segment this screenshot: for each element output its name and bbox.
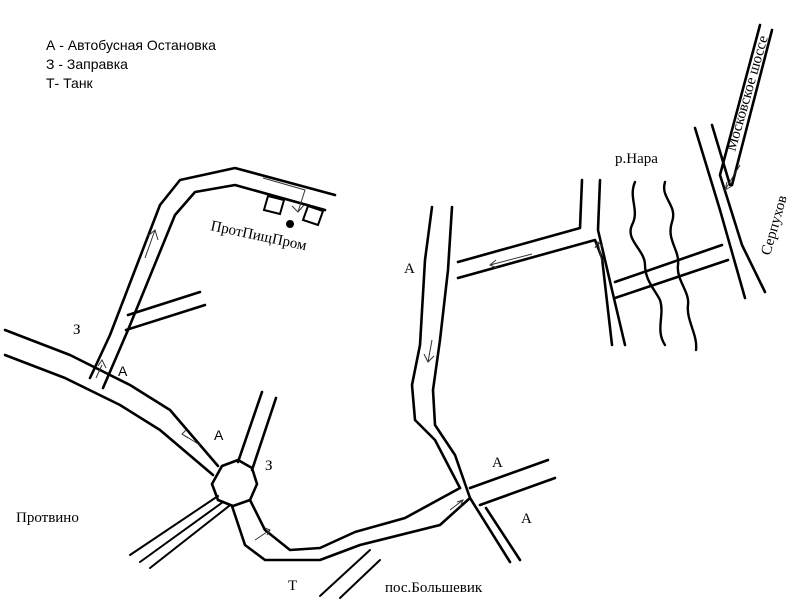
east-river-road bbox=[456, 178, 627, 347]
bus-stop-marker: А bbox=[214, 427, 224, 443]
label-bolshevik: пос.Большевик bbox=[385, 580, 483, 596]
northeast-stub-road bbox=[236, 390, 278, 472]
bus-stop-marker: А bbox=[118, 363, 128, 379]
southeast-crossroad bbox=[468, 458, 557, 564]
factory-point-icon bbox=[286, 220, 294, 228]
east-road bbox=[230, 486, 472, 599]
bus-stop-marker: А bbox=[404, 261, 415, 277]
label-serpukhov: Серпухов bbox=[758, 194, 790, 257]
route-arrows bbox=[95, 164, 741, 541]
label-nara: р.Нара bbox=[615, 151, 658, 167]
river-nara bbox=[629, 180, 698, 352]
bus-stop-marker: А bbox=[521, 511, 532, 527]
protvino-roads bbox=[129, 495, 230, 569]
gas-station-marker: З bbox=[73, 322, 81, 338]
moscow-highway bbox=[693, 23, 774, 300]
legend-gas-station: З - Заправка bbox=[46, 56, 128, 72]
legend-tank: Т- Танк bbox=[46, 75, 93, 91]
bridge-road bbox=[613, 243, 730, 300]
north-branch-road bbox=[88, 166, 337, 390]
factory-buildings bbox=[262, 194, 325, 228]
legend: А - Автобусная Остановка З - Заправка Т-… bbox=[46, 36, 216, 93]
west-road bbox=[3, 328, 220, 477]
bus-stop-marker: А bbox=[492, 455, 503, 471]
label-moskovskoe: Московское шоссе bbox=[723, 34, 771, 153]
gas-station-marker: З bbox=[265, 458, 273, 474]
label-protvino: Протвино bbox=[16, 510, 79, 526]
central-north-road bbox=[410, 205, 472, 500]
tank-marker: Т bbox=[288, 578, 297, 594]
legend-bus-stop: А - Автобусная Остановка bbox=[46, 37, 216, 53]
